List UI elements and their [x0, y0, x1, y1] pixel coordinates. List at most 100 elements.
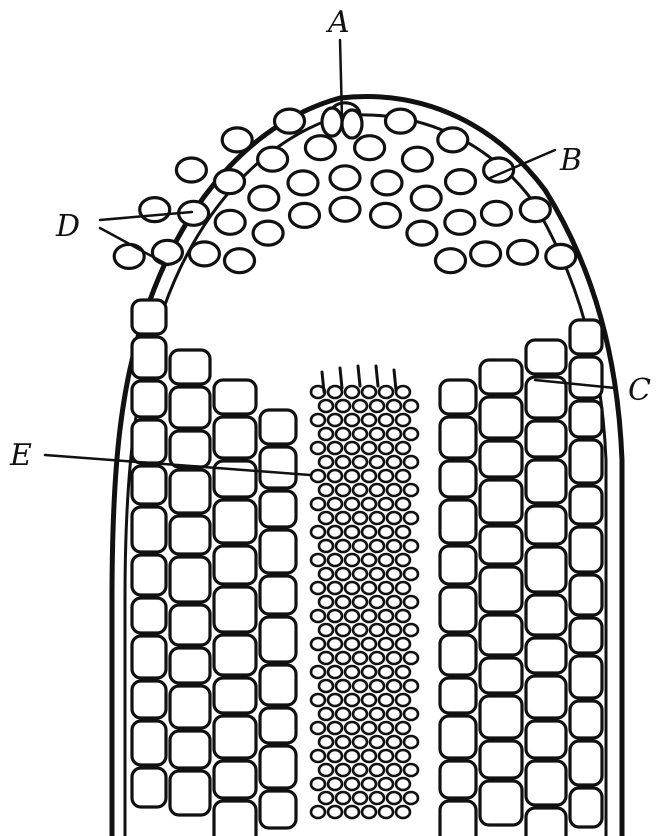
vascular-cell	[396, 750, 410, 762]
vascular-cell	[336, 792, 350, 804]
root-cap-cell	[402, 147, 432, 171]
vascular-cell	[387, 428, 401, 440]
vascular-cell	[362, 442, 376, 454]
vascular-cell	[353, 568, 367, 580]
vascular-cell	[311, 470, 325, 482]
vascular-cell	[370, 792, 384, 804]
vascular-cell	[396, 666, 410, 678]
vascular-cell	[404, 764, 418, 776]
vascular-cell	[328, 694, 342, 706]
vascular-cell	[362, 750, 376, 762]
vascular-cell	[311, 610, 325, 622]
vascular-cell	[336, 652, 350, 664]
vascular-cell	[336, 512, 350, 524]
vascular-strand-cells	[311, 366, 418, 818]
cortex-cell	[132, 768, 166, 807]
vascular-cell	[345, 722, 359, 734]
root-cap-cell	[249, 186, 279, 210]
vascular-cell	[379, 778, 393, 790]
vascular-cell	[387, 484, 401, 496]
root-cap-cell	[275, 109, 305, 133]
vascular-cell	[319, 456, 333, 468]
vascular-cell	[319, 792, 333, 804]
vascular-cell	[379, 694, 393, 706]
vascular-cell	[328, 554, 342, 566]
root-cap-cell	[546, 244, 576, 268]
vascular-cell	[319, 484, 333, 496]
apical-initial-cell	[342, 110, 362, 138]
label-b: B	[559, 143, 582, 178]
root-cap-cell	[471, 242, 501, 266]
vascular-cell	[311, 638, 325, 650]
cortex-cell	[132, 381, 166, 417]
root-cap-cell	[140, 198, 170, 222]
vascular-cell	[379, 610, 393, 622]
vascular-cell	[353, 400, 367, 412]
vascular-cell	[328, 386, 342, 398]
vascular-cell	[379, 442, 393, 454]
vascular-cell	[387, 792, 401, 804]
root-cap-cell	[386, 109, 416, 133]
vascular-cell	[353, 680, 367, 692]
cortex-cell	[170, 605, 210, 645]
cortex-cell	[170, 648, 210, 683]
vascular-cell	[328, 722, 342, 734]
cortex-cell	[170, 350, 210, 384]
cortex-cell	[570, 440, 602, 483]
root-cap-cell	[371, 203, 401, 227]
cortex-cell	[570, 486, 602, 524]
vascular-cell	[345, 610, 359, 622]
cortex-cell	[260, 665, 296, 705]
vascular-cell	[328, 498, 342, 510]
vascular-cell	[379, 806, 393, 818]
vascular-cell	[387, 568, 401, 580]
vascular-cell	[345, 666, 359, 678]
cortex-cell	[570, 575, 602, 615]
vascular-cell	[396, 498, 410, 510]
cortex-cell	[440, 678, 476, 713]
root-cap-cell	[152, 240, 182, 264]
vascular-cell	[336, 624, 350, 636]
root-cap-cell	[355, 136, 385, 160]
cortex-cell	[570, 401, 602, 437]
cortex-cell	[570, 701, 602, 738]
vascular-cell	[362, 694, 376, 706]
vascular-cell	[370, 680, 384, 692]
vascular-cell	[311, 414, 325, 426]
cortex-cell	[132, 507, 166, 552]
vascular-cell	[336, 568, 350, 580]
root-cap-cell	[225, 249, 255, 273]
vascular-cell	[328, 666, 342, 678]
vascular-cell	[370, 596, 384, 608]
vascular-cell	[336, 680, 350, 692]
root-cap-cell	[411, 186, 441, 210]
vascular-cell	[379, 638, 393, 650]
vascular-cell	[396, 638, 410, 650]
root-cap-cell	[258, 147, 288, 171]
vascular-cell	[362, 666, 376, 678]
vascular-cell	[311, 694, 325, 706]
vascular-cell	[396, 470, 410, 482]
cortex-cell	[440, 461, 476, 497]
vascular-cell	[336, 428, 350, 440]
vascular-cell	[336, 596, 350, 608]
cortex-cell	[480, 781, 522, 825]
vascular-cell	[379, 750, 393, 762]
vascular-cell	[387, 764, 401, 776]
vascular-cell	[362, 498, 376, 510]
vascular-cell	[370, 540, 384, 552]
vascular-cell	[404, 792, 418, 804]
vascular-cell	[387, 680, 401, 692]
cortex-cell	[440, 417, 476, 458]
cortex-cell	[480, 526, 522, 564]
vascular-cell	[328, 806, 342, 818]
cortex-cell	[480, 397, 522, 438]
vascular-cell	[396, 806, 410, 818]
cortex-cell	[570, 788, 602, 827]
vascular-cell	[396, 610, 410, 622]
cortex-cell	[526, 638, 566, 673]
cortex-cell	[214, 716, 256, 758]
cortex-cell	[170, 731, 210, 768]
vascular-cell	[387, 540, 401, 552]
cortex-cell	[526, 340, 566, 374]
